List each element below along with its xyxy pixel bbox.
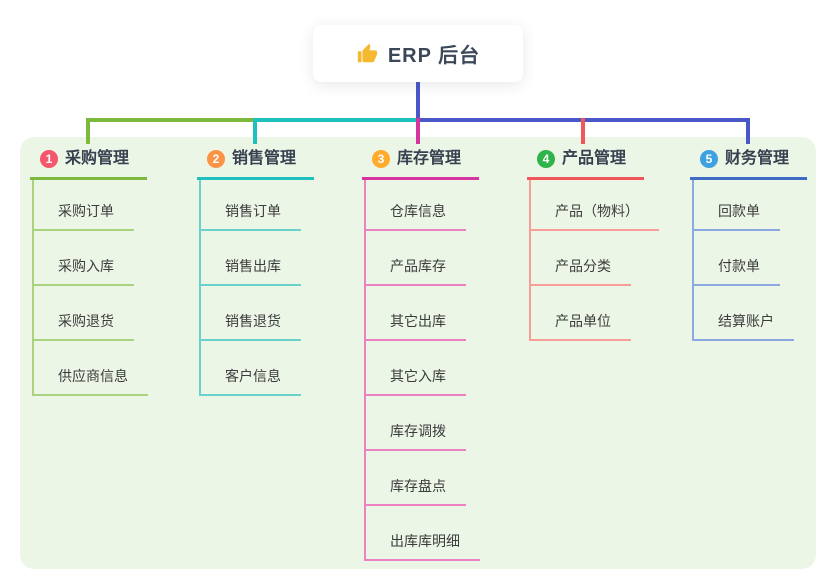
branch-header-finance[interactable]: 5 财务管理 — [690, 148, 807, 180]
node-outbound-detail[interactable]: 出库库明细 — [364, 532, 480, 561]
node-product-material[interactable]: 产品（物料） — [529, 202, 659, 231]
branch-title-sales: 销售管理 — [232, 150, 297, 167]
branch-children-sales: 销售订单 销售出库 销售退货 客户信息 — [199, 180, 301, 396]
branch-header-product[interactable]: 4 产品管理 — [527, 148, 644, 180]
connector-drop-branch-3 — [416, 118, 420, 144]
node-customer-info[interactable]: 客户信息 — [199, 367, 301, 396]
connector-bar-left-green — [86, 118, 257, 122]
branch-badge-4: 4 — [537, 149, 555, 168]
connector-drop-branch-1 — [86, 118, 90, 144]
root-node[interactable]: ERP 后台 — [313, 25, 523, 82]
node-purchase-order[interactable]: 采购订单 — [32, 202, 134, 231]
node-product-stock[interactable]: 产品库存 — [364, 257, 466, 286]
node-settlement-account[interactable]: 结算账户 — [692, 312, 794, 341]
branch-header-inventory[interactable]: 3 库存管理 — [362, 148, 479, 180]
connector-drop-branch-4 — [581, 118, 585, 144]
node-product-unit[interactable]: 产品单位 — [529, 312, 631, 341]
branch-children-product: 产品（物料） 产品分类 产品单位 — [529, 180, 659, 341]
branch-badge-5: 5 — [700, 149, 718, 168]
connector-drop-branch-5 — [746, 118, 750, 144]
node-other-outbound[interactable]: 其它出库 — [364, 312, 466, 341]
node-receipt-doc[interactable]: 回款单 — [692, 202, 780, 231]
branch-title-purchase: 采购管理 — [65, 150, 130, 167]
branch-children-inventory: 仓库信息 产品库存 其它出库 其它入库 库存调拨 库存盘点 出库库明细 — [364, 180, 480, 561]
branch-title-finance: 财务管理 — [725, 150, 790, 167]
root-node-title: ERP 后台 — [387, 45, 481, 67]
connector-root-vertical — [416, 80, 420, 120]
node-sales-outbound[interactable]: 销售出库 — [199, 257, 301, 286]
node-other-inbound[interactable]: 其它入库 — [364, 367, 466, 396]
node-stock-count[interactable]: 库存盘点 — [364, 477, 466, 506]
node-stock-transfer[interactable]: 库存调拨 — [364, 422, 466, 451]
node-payment-doc[interactable]: 付款单 — [692, 257, 780, 286]
node-warehouse-info[interactable]: 仓库信息 — [364, 202, 466, 231]
branch-badge-3: 3 — [372, 149, 390, 168]
node-product-category[interactable]: 产品分类 — [529, 257, 631, 286]
thumbs-up-icon — [357, 43, 377, 62]
branch-badge-2: 2 — [207, 149, 225, 168]
node-supplier-info[interactable]: 供应商信息 — [32, 367, 148, 396]
node-sales-order[interactable]: 销售订单 — [199, 202, 301, 231]
connector-drop-branch-2 — [253, 118, 257, 144]
node-purchase-inbound[interactable]: 采购入库 — [32, 257, 134, 286]
branches-background-panel — [20, 137, 816, 569]
node-sales-return[interactable]: 销售退货 — [199, 312, 301, 341]
branch-title-inventory: 库存管理 — [397, 150, 462, 167]
branch-children-purchase: 采购订单 采购入库 采购退货 供应商信息 — [32, 180, 148, 396]
node-purchase-return[interactable]: 采购退货 — [32, 312, 134, 341]
branch-title-product: 产品管理 — [562, 150, 627, 167]
branch-header-purchase[interactable]: 1 采购管理 — [30, 148, 147, 180]
branch-children-finance: 回款单 付款单 结算账户 — [692, 180, 794, 341]
branch-header-sales[interactable]: 2 销售管理 — [197, 148, 314, 180]
branch-badge-1: 1 — [40, 149, 58, 168]
connector-bar-mid-teal — [255, 118, 420, 122]
